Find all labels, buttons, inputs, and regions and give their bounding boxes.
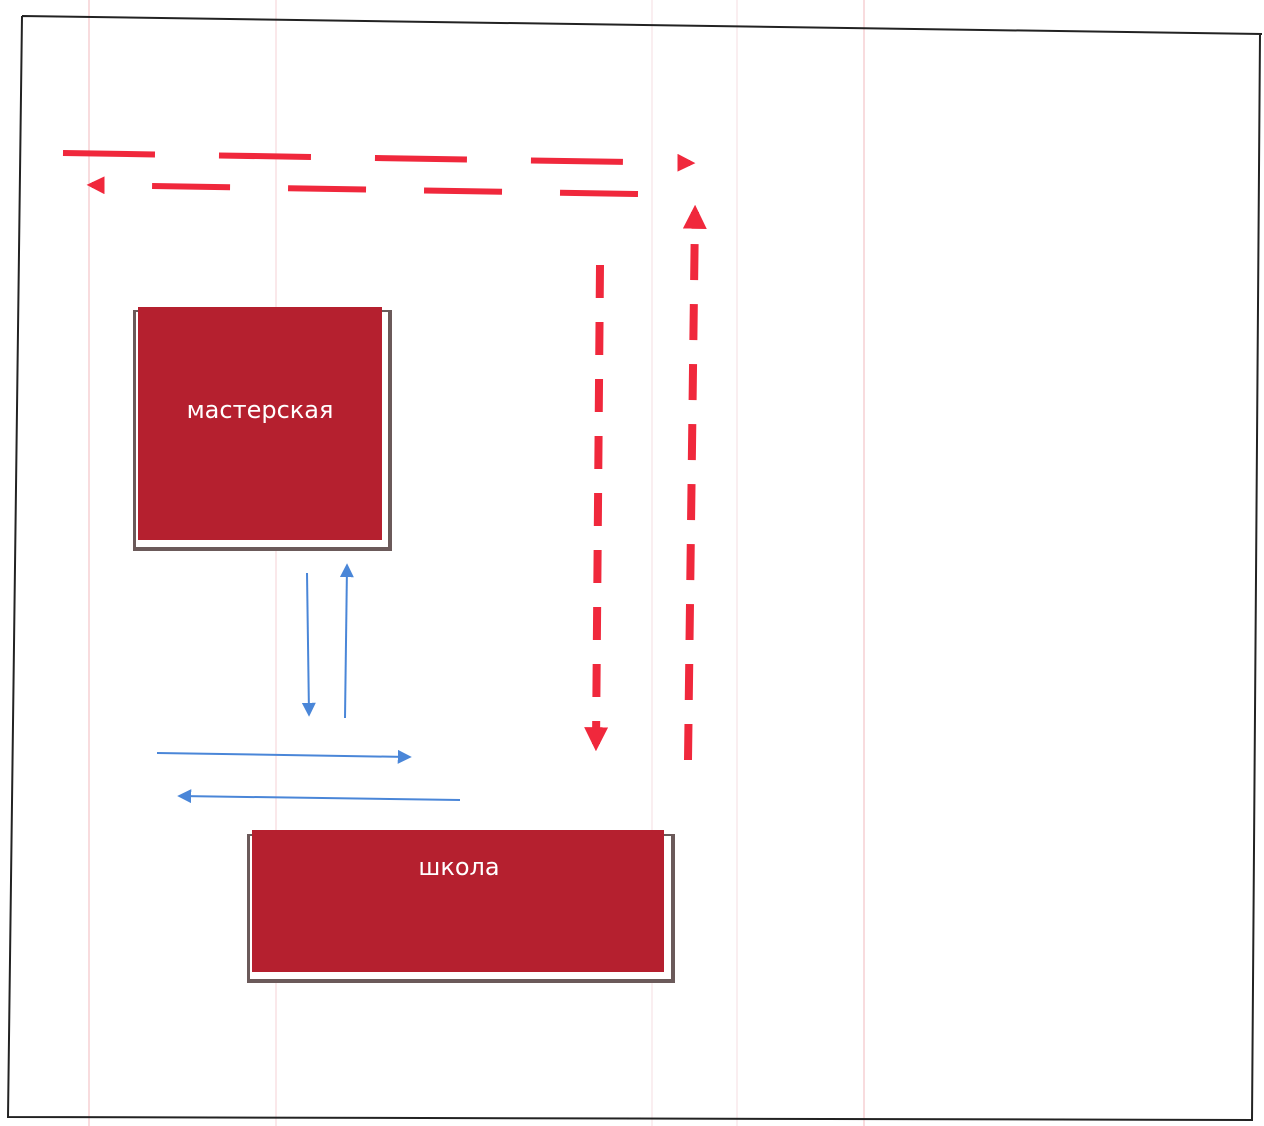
workshop-building: мастерская — [133, 307, 392, 551]
school-building: школа — [247, 830, 675, 983]
site-boundary — [6, 15, 1263, 1122]
vehicle-route-up-arrow — [682, 204, 707, 761]
pedestrian-route-up-arrow — [339, 563, 354, 719]
vehicle-route-east-arrow — [62, 150, 696, 172]
workshop-label: мастерская — [187, 396, 334, 424]
vehicle-routes — [62, 150, 707, 761]
vehicle-route-west-arrow — [86, 176, 639, 197]
pedestrian-routes — [156, 563, 461, 804]
school-label: школа — [418, 853, 499, 881]
school-block — [252, 830, 664, 972]
pedestrian-route-east-arrow — [156, 749, 412, 764]
workshop-block — [138, 307, 382, 540]
vehicle-route-down-arrow — [584, 264, 609, 752]
pedestrian-route-west-arrow — [177, 789, 461, 804]
pedestrian-route-down-arrow — [301, 572, 316, 717]
